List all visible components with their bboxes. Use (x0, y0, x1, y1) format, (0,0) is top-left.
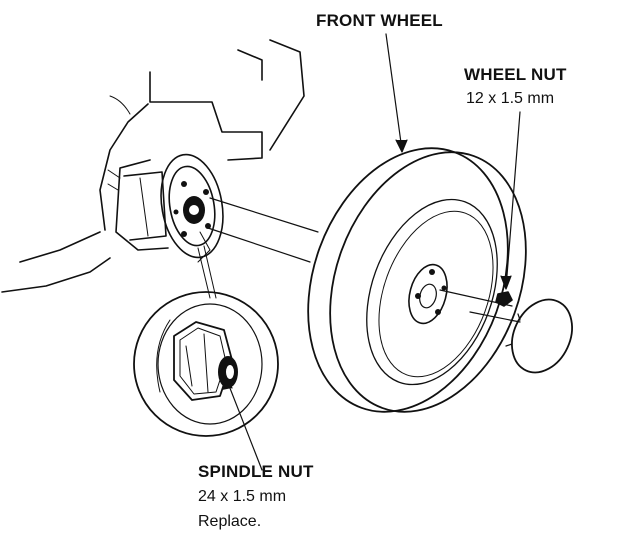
spindle-nut-note: Replace. (198, 513, 262, 530)
front-wheel-label: FRONT WHEEL (316, 11, 443, 30)
wheel-nut-size: 12 x 1.5 mm (466, 90, 555, 107)
hub-cap-drawing (469, 298, 573, 374)
front-wheel-drawing (307, 147, 527, 413)
spindle-nut-label: SPINDLE NUT (198, 462, 314, 481)
spindle-nut-detail-inset (133, 291, 279, 437)
wheel-nut-drawing (439, 289, 513, 307)
vehicle-body-outline (1, 39, 305, 293)
hub-alignment-lines (207, 197, 319, 263)
brake-hub-assembly (115, 153, 224, 263)
wheel-nut-label: WHEEL NUT (464, 65, 567, 84)
spindle-nut-size: 24 x 1.5 mm (198, 488, 287, 505)
